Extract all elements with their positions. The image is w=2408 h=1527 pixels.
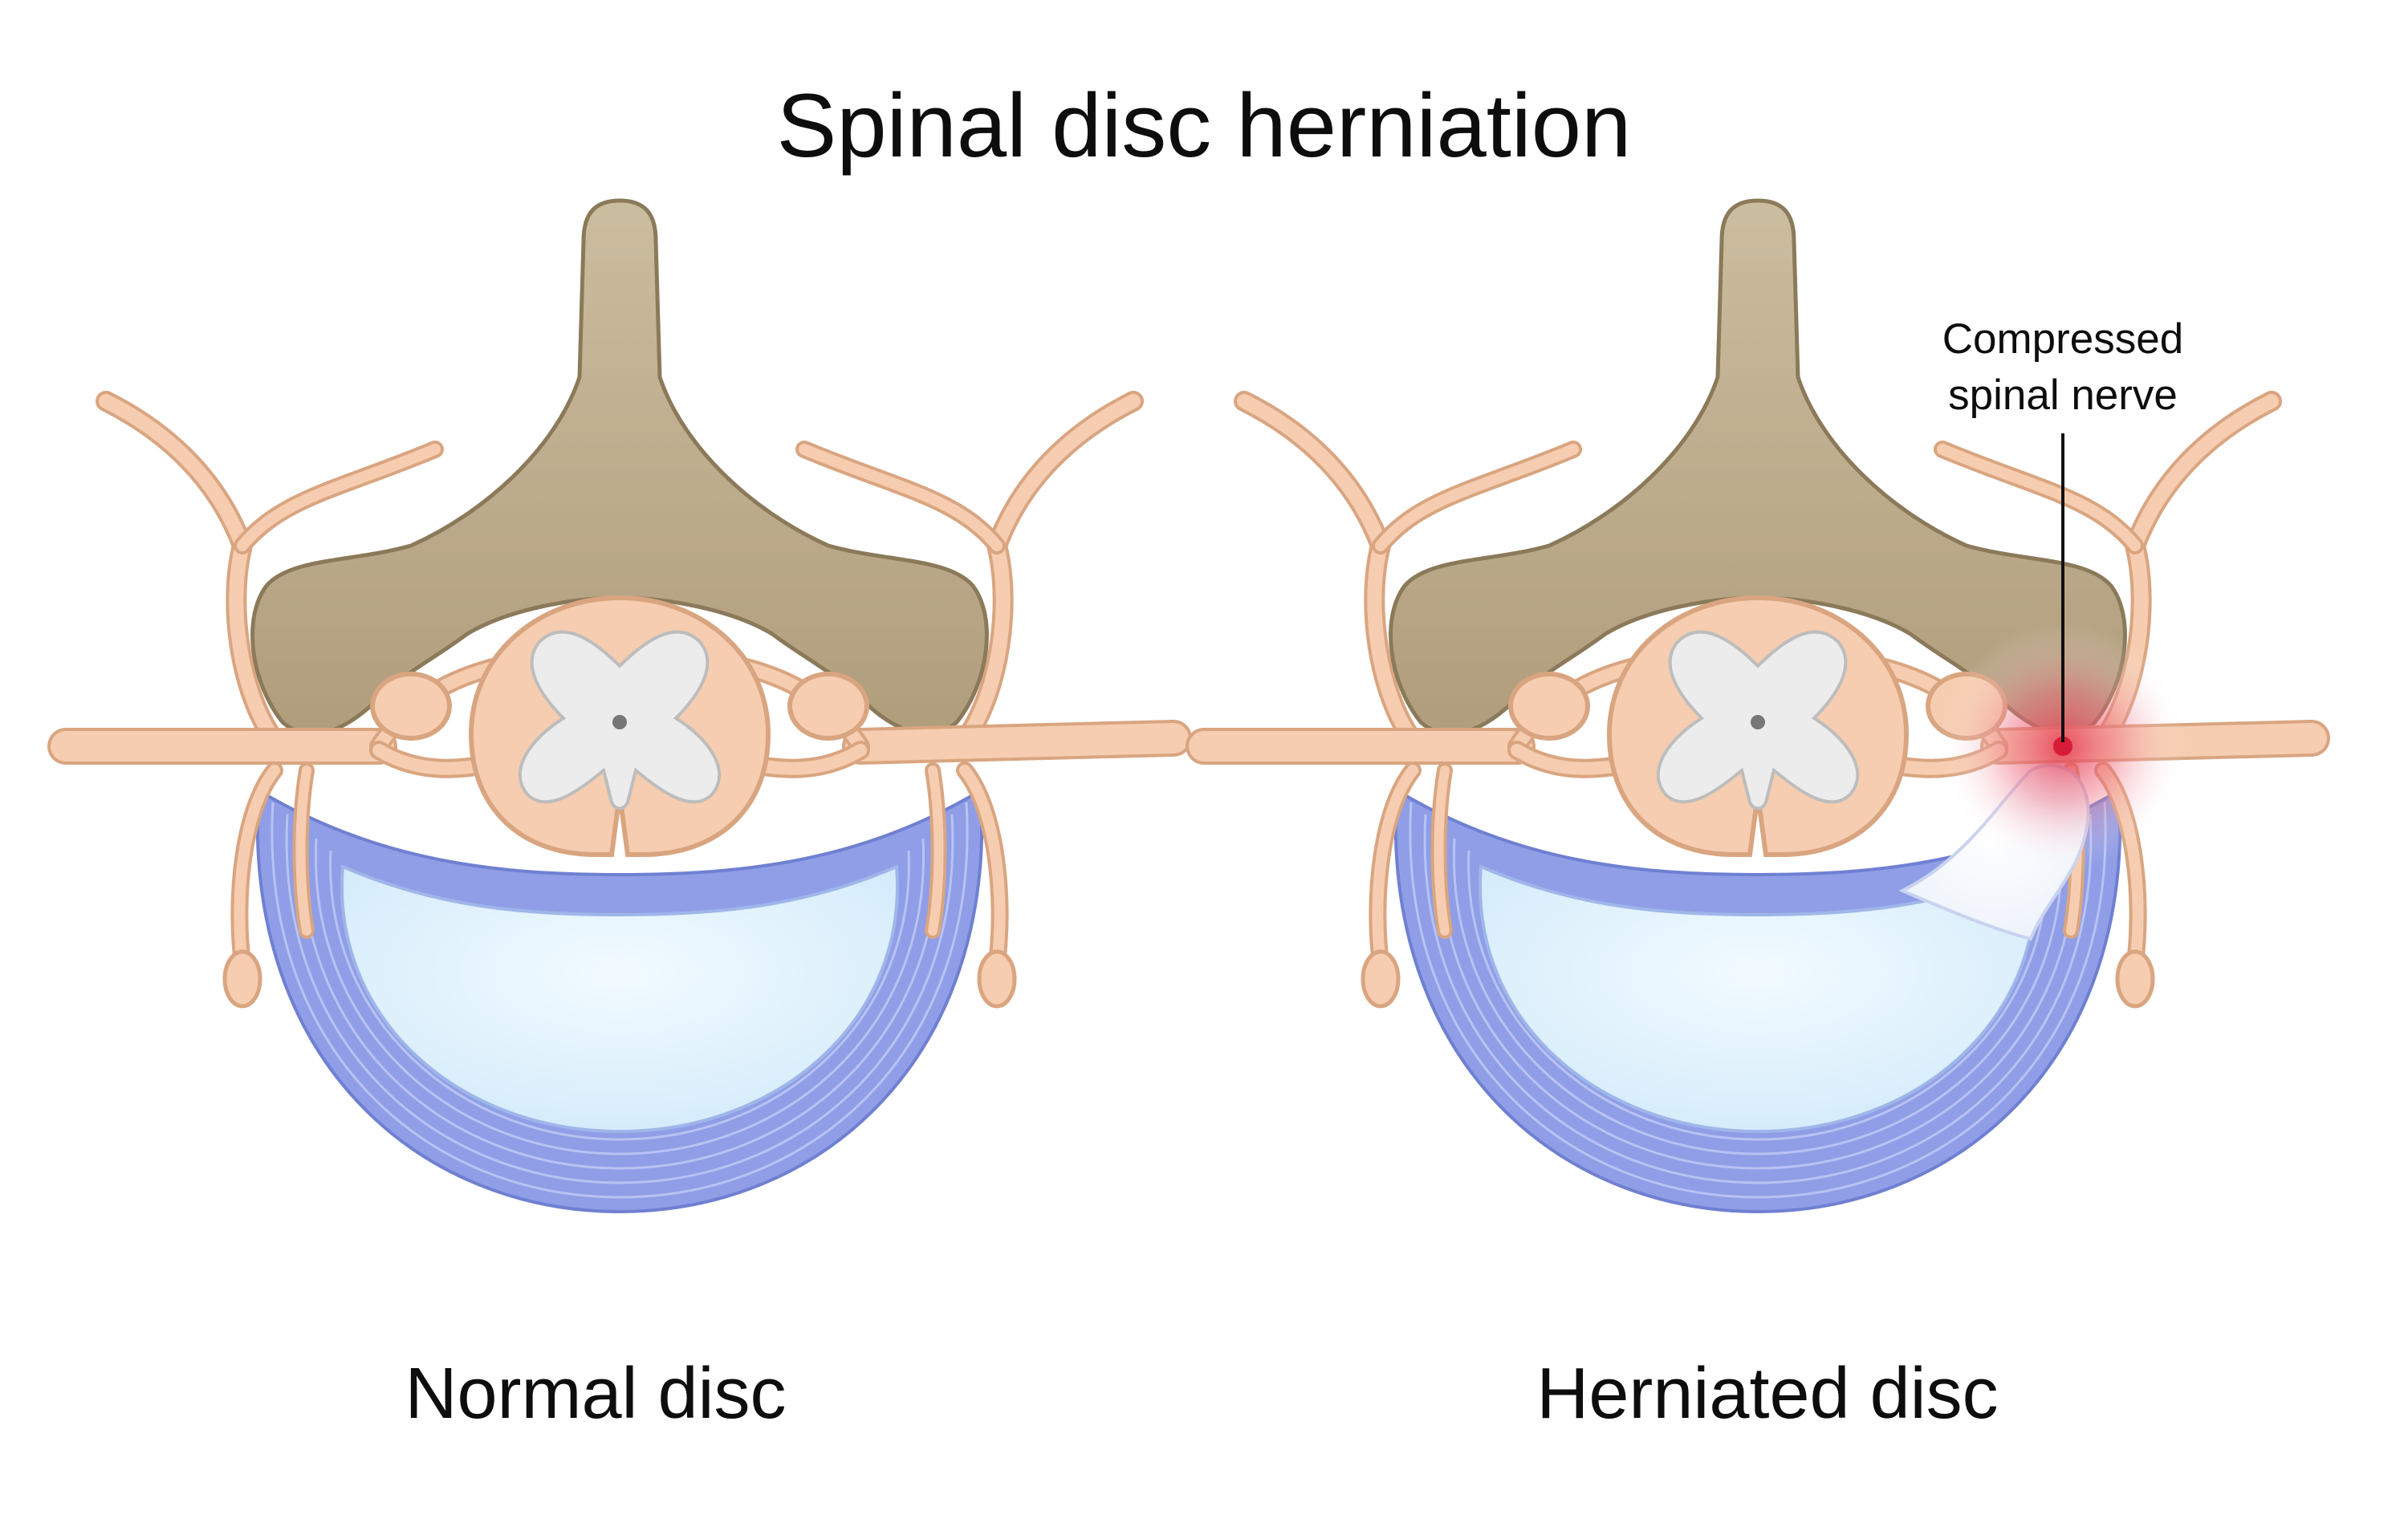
label-normal-disc: Normal disc	[405, 1354, 786, 1434]
panel-normal-disc	[66, 201, 1173, 1212]
panel-herniated-disc	[1204, 201, 2312, 1212]
callout-text-line1: Compressed	[1942, 315, 2183, 363]
label-herniated-disc: Herniated disc	[1536, 1354, 1998, 1434]
callout-text-line2: spinal nerve	[1948, 372, 2178, 419]
compressed-nerve-callout: Compressed spinal nerve	[1942, 315, 2183, 742]
diagram-title: Spinal disc herniation	[777, 75, 1632, 176]
